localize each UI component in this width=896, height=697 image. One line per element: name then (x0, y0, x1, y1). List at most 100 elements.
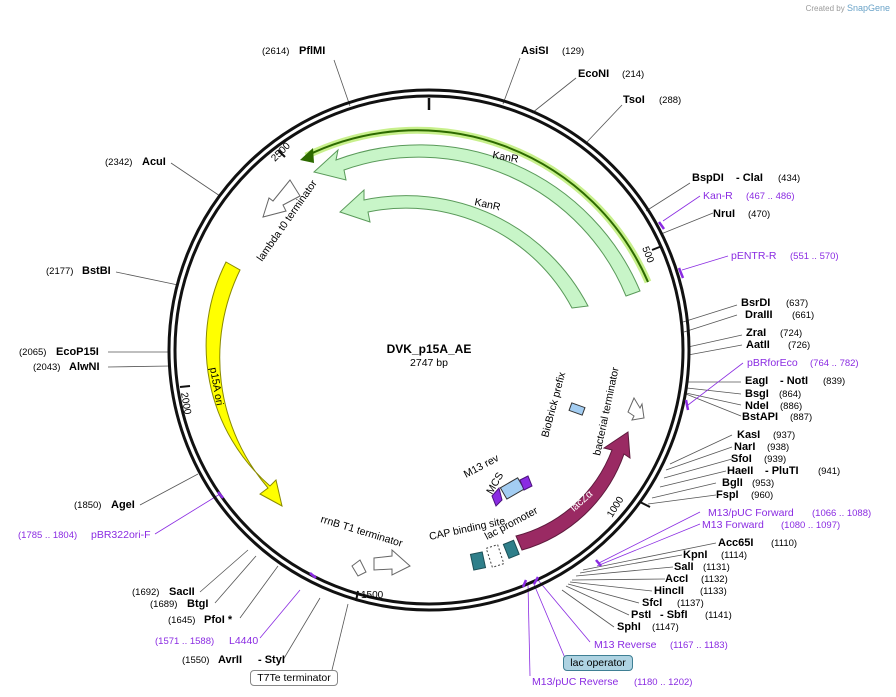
selection-arc[interactable] (305, 129, 649, 283)
bstbi-label[interactable]: BstBI (82, 265, 111, 277)
cap-binding-site-feature[interactable] (469, 551, 487, 571)
snapgene-logo-text: SnapGene (846, 3, 890, 13)
bsrdi-pos: (637) (786, 298, 808, 309)
leader-lines (107, 57, 743, 671)
nari-pos: (938) (767, 442, 789, 453)
lacz-alpha-feature[interactable] (515, 431, 631, 551)
nari-label[interactable]: NarI (734, 441, 755, 453)
fspi-label[interactable]: FspI (716, 489, 739, 501)
bspdi-pos: (434) (778, 173, 800, 184)
m13-forward-label[interactable]: M13 Forward (702, 519, 764, 531)
nrui-pos: (470) (748, 209, 770, 220)
kanr-primer-pos: (467 .. 486) (746, 191, 795, 202)
psti-label[interactable]: PstI (631, 609, 651, 621)
hincii-label[interactable]: HincII (654, 585, 684, 597)
psti-pos: (1141) (705, 610, 732, 621)
haeii-label[interactable]: HaeII (727, 465, 753, 477)
agei-label[interactable]: AgeI (111, 499, 135, 511)
bgli-pos: (953) (752, 478, 774, 489)
bacterial-terminator-arrow[interactable] (627, 396, 645, 421)
m13puc-reverse-label[interactable]: M13/pUC Reverse (532, 676, 619, 688)
agei-pos: (1850) (74, 500, 101, 511)
snapgene-credit: Created by SnapGene (806, 3, 890, 13)
pbr322-pos: (1785 .. 1804) (18, 530, 77, 541)
lambda-terminator-arrow[interactable] (262, 179, 301, 218)
m13puc-reverse-pos: (1180 .. 1202) (634, 677, 692, 688)
btgi-label[interactable]: BtgI (187, 598, 208, 610)
econi-label[interactable]: EcoNI (578, 68, 609, 80)
draiii-pos: (661) (792, 310, 814, 321)
m13puc-forward-label[interactable]: M13/pUC Forward (708, 507, 794, 519)
pbr322-label[interactable]: pBR322ori-F (91, 529, 151, 541)
kasi-label[interactable]: KasI (737, 429, 760, 441)
lac-operator-label[interactable]: lac operator (563, 655, 633, 671)
acui-pos: (2342) (105, 157, 132, 168)
tick-1500: 1500 (361, 590, 384, 601)
aatii-pos: (726) (788, 340, 810, 351)
hincii-pos: (1133) (700, 586, 727, 597)
acui-label[interactable]: AcuI (142, 156, 166, 168)
fspi-pos: (960) (751, 490, 773, 501)
pbrfor-label[interactable]: pBRforEco (747, 357, 798, 369)
clai-label[interactable]: - ClaI (736, 172, 763, 184)
m13-rev-primer-mark[interactable] (519, 475, 533, 491)
sali-label[interactable]: SalI (674, 561, 694, 573)
bstapi-pos: (887) (790, 412, 812, 423)
asisi-label[interactable]: AsiSI (521, 45, 549, 57)
pflmi-label[interactable]: PflMI (299, 45, 325, 57)
aatii-label[interactable]: AatII (746, 339, 770, 351)
pentr-label[interactable]: pENTR-R (731, 250, 777, 262)
bsrdi-label[interactable]: BsrDI (741, 297, 770, 309)
asisi-pos: (129) (562, 46, 584, 57)
kpni-label[interactable]: KpnI (683, 549, 707, 561)
tick-2000: 2000 (178, 392, 193, 416)
m13-rev-feature[interactable] (491, 486, 503, 507)
bspdi-label[interactable]: BspDI (692, 172, 724, 184)
bgli-label[interactable]: BglI (722, 477, 743, 489)
noti-label[interactable]: - NotI (780, 375, 808, 387)
rrnb-terminator-label: rrnB T1 terminator (319, 513, 404, 549)
sfoi-pos: (939) (764, 454, 786, 465)
ndei-label[interactable]: NdeI (745, 400, 769, 412)
nrui-label[interactable]: NruI (713, 208, 735, 220)
sbfi-label[interactable]: - SbfI (660, 609, 688, 621)
kasi-pos: (937) (773, 430, 795, 441)
biobrick-prefix-label: BioBrick prefix (539, 370, 568, 439)
m13-reverse-label[interactable]: M13 Reverse (594, 639, 657, 651)
econi-pos: (214) (622, 69, 644, 80)
l4440-label[interactable]: L4440 (229, 635, 258, 647)
ecop15i-pos: (2065) (19, 347, 46, 358)
sphi-label[interactable]: SphI (617, 621, 641, 633)
lac-promoter-feature[interactable] (485, 544, 505, 568)
bsgi-label[interactable]: BsgI (745, 388, 769, 400)
alwni-label[interactable]: AlwNI (69, 361, 100, 373)
acci-label[interactable]: AccI (665, 573, 688, 585)
kanr-inner-feature[interactable] (339, 188, 589, 309)
kanr-outer-feature[interactable] (312, 144, 641, 297)
ecop15i-label[interactable]: EcoP15I (56, 346, 99, 358)
pfoi-pos: (1645) (168, 615, 195, 626)
avrii-label[interactable]: AvrII (218, 654, 242, 666)
t7te-terminator-label[interactable]: T7Te terminator (250, 670, 338, 686)
rrnb-arrow-1[interactable] (373, 548, 411, 576)
draiii-label[interactable]: DraIII (745, 309, 773, 321)
kanr-inner-label: KanR (473, 196, 502, 213)
rrnb-arrow-2[interactable] (351, 559, 367, 577)
sfci-label[interactable]: SfcI (642, 597, 662, 609)
haeii-pos: (941) (818, 466, 840, 477)
bstapi-label[interactable]: BstAPI (742, 411, 778, 423)
eagi-label[interactable]: EagI (745, 375, 768, 387)
tsoi-label[interactable]: TsoI (623, 94, 645, 106)
biobrick-prefix-feature[interactable] (568, 402, 586, 416)
styi-label[interactable]: - StyI (258, 654, 285, 666)
bstbi-pos: (2177) (46, 266, 73, 277)
pluti-label[interactable]: - PluTI (765, 465, 799, 477)
kanr-primer-label[interactable]: Kan-R (703, 190, 733, 202)
sacii-label[interactable]: SacII (169, 586, 195, 598)
lac-operator-feature[interactable] (502, 539, 520, 560)
zrai-label[interactable]: ZraI (746, 327, 766, 339)
p15a-ori-feature[interactable] (205, 261, 283, 507)
acc65i-label[interactable]: Acc65I (718, 537, 753, 549)
sfoi-label[interactable]: SfoI (731, 453, 752, 465)
pfoi-label[interactable]: PfoI * (204, 614, 233, 626)
